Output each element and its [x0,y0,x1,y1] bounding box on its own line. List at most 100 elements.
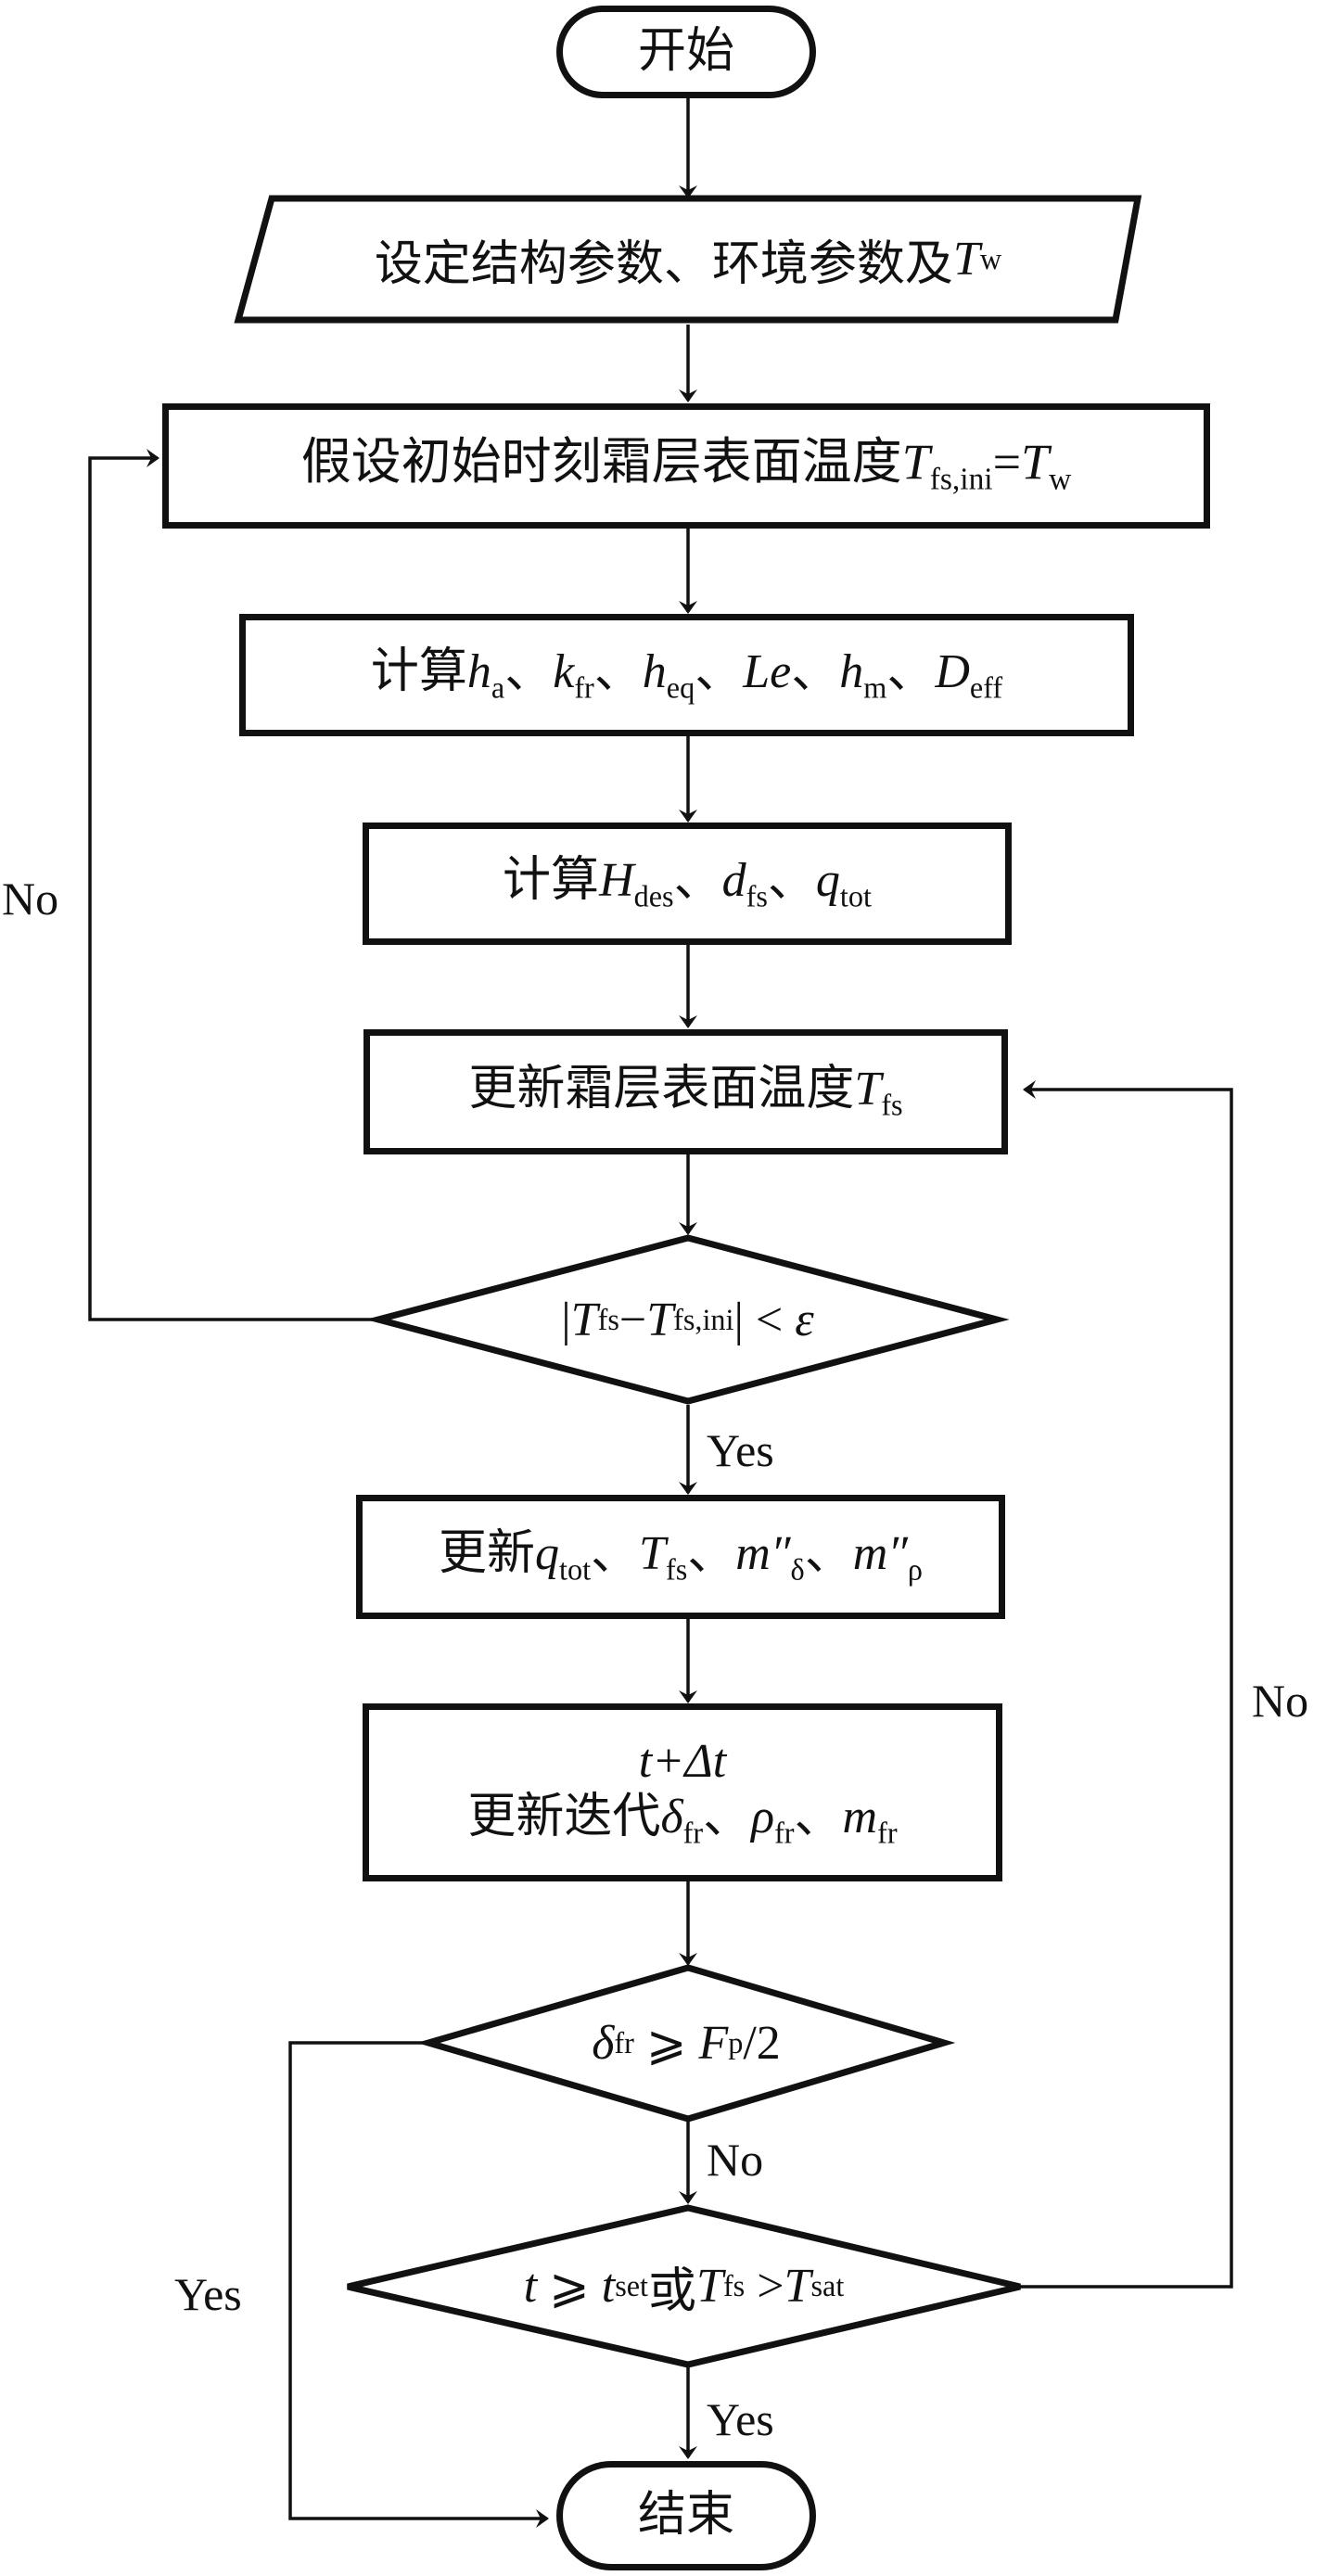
formula-subscript: ρ [907,1552,924,1587]
edge-label-no-left: No [2,873,59,925]
formula-subscript: fr [574,670,594,705]
formula-text: m″ [852,1527,908,1581]
formula-subscript: fs [722,2269,746,2302]
formula-subscript: fs,ini [673,1302,734,1336]
decision-time-shape [347,2204,1021,2368]
formula-text: ε [795,1293,814,1346]
edge-label-no-right: No [1252,1675,1309,1727]
formula-text: 、 [703,1791,752,1844]
formula-text: 设定结构参数、环境参数及 [374,238,953,291]
formula-subscript: tot [839,879,872,913]
formula-text: h [466,645,491,699]
formula-text: t [523,2260,538,2313]
formula-text: 、 [886,645,936,699]
formula-subscript: fs [746,879,768,913]
formula-text: − [618,1293,647,1346]
formula-subscript: fr [682,1816,704,1850]
loop-no-left [88,449,376,1321]
formula-text: ρ [751,1791,775,1844]
formula-text: T [784,2260,811,2313]
update-flux-box: 更新qtot、Tfs、m″δ、m″ρ [356,1495,1005,1619]
start-label: 开始 [637,25,734,79]
formula-subscript: fs,ini [929,463,993,498]
end-terminal: 结束 [556,2461,816,2570]
formula-subscript: des [633,879,674,913]
formula-text: 、 [794,1791,843,1844]
calc-coefficients-box: 计算ha、kfr、heq、Le、hm、Deff [239,614,1134,736]
formula-text: 、 [791,645,840,699]
formula-text: 、 [687,1527,736,1581]
formula-subscript: p [728,2026,744,2060]
edge-label-yes-d1: Yes [707,1424,774,1476]
loop-no-right [1020,1080,1233,2289]
formula-text: 更新迭代 [467,1791,661,1844]
formula-text: > [745,2260,784,2313]
formula-subscript: m [863,670,887,705]
formula-text: T [952,233,980,286]
formula-text: T [646,1293,674,1346]
iterate-frost-box: t+Δt 更新迭代δfr、ρfr、mfr [363,1703,1002,1881]
calc-heat-flux-box: 计算Hdes、dfs、qtot [363,823,1012,945]
formula-text: m″ [735,1527,791,1581]
formula-text: ⩾ [633,2017,699,2071]
loop-yes-d2 [288,2041,549,2528]
formula-text: T [570,1293,598,1346]
formula-text: /2 [743,2017,781,2070]
formula-text: T [639,1527,666,1581]
formula-text: 、 [591,1527,640,1581]
formula-subscript: w [979,242,1002,275]
formula-text: T [1021,434,1050,491]
formula-subscript: set [615,2269,648,2302]
formula-subscript: fs [881,1088,903,1122]
formula-text: 或 [648,2265,697,2318]
formula-text: ⩾ [537,2260,602,2314]
edge-label-yes-d3: Yes [707,2393,774,2445]
formula-subscript: fs [597,1302,619,1336]
formula-text: D [935,645,970,699]
formula-subscript: fr [774,1816,795,1850]
formula-text: 更新霜层表面温度 [468,1062,855,1116]
edge-label-yes-left: Yes [174,2268,242,2320]
formula-text: q [535,1527,559,1581]
formula-text: m [842,1791,878,1844]
decision-thickness-shape [416,1964,956,2123]
formula-text: δ [660,1791,683,1844]
formula-text: 、 [593,645,643,699]
formula-text: 、 [504,645,554,699]
formula-text: 、 [804,1527,853,1581]
formula-text: | [561,1293,571,1346]
start-terminal: 开始 [556,6,816,98]
input-parallelogram [234,195,1142,324]
end-label: 结束 [637,2489,734,2543]
formula-text: 、 [673,854,722,908]
formula-subscript: eq [666,670,695,705]
update-surface-temp-box: 更新霜层表面温度Tfs [363,1029,1008,1154]
formula-text: t+Δt [638,1735,727,1789]
formula-text: 计算 [503,854,600,908]
edge-label-no-d2: No [707,2134,764,2186]
formula-subscript: fr [877,1816,898,1850]
formula-text: d [721,854,746,908]
formula-text: 、 [767,854,816,908]
formula-subscript: tot [559,1552,592,1587]
formula-text: T [696,2260,723,2313]
formula-text: = [992,434,1022,491]
formula-text: t [601,2260,616,2313]
formula-subscript: fr [614,2026,634,2060]
formula-text: δ [592,2017,615,2070]
formula-text: q [815,854,840,908]
formula-subscript: fs [665,1552,688,1587]
formula-subscript: a [491,670,505,705]
assume-initial-temp-box: 假设初始时刻霜层表面温度Tfs,ini=Tw [162,403,1210,529]
formula-text: 更新 [438,1527,535,1581]
formula-subscript: δ [790,1552,805,1587]
decision-convergence-shape [365,1234,1010,1405]
formula-text: h [839,645,864,699]
formula-subscript: w [1049,463,1072,498]
formula-text: Le [743,645,792,699]
formula-text: 假设初始时刻霜层表面温度 [300,434,902,491]
